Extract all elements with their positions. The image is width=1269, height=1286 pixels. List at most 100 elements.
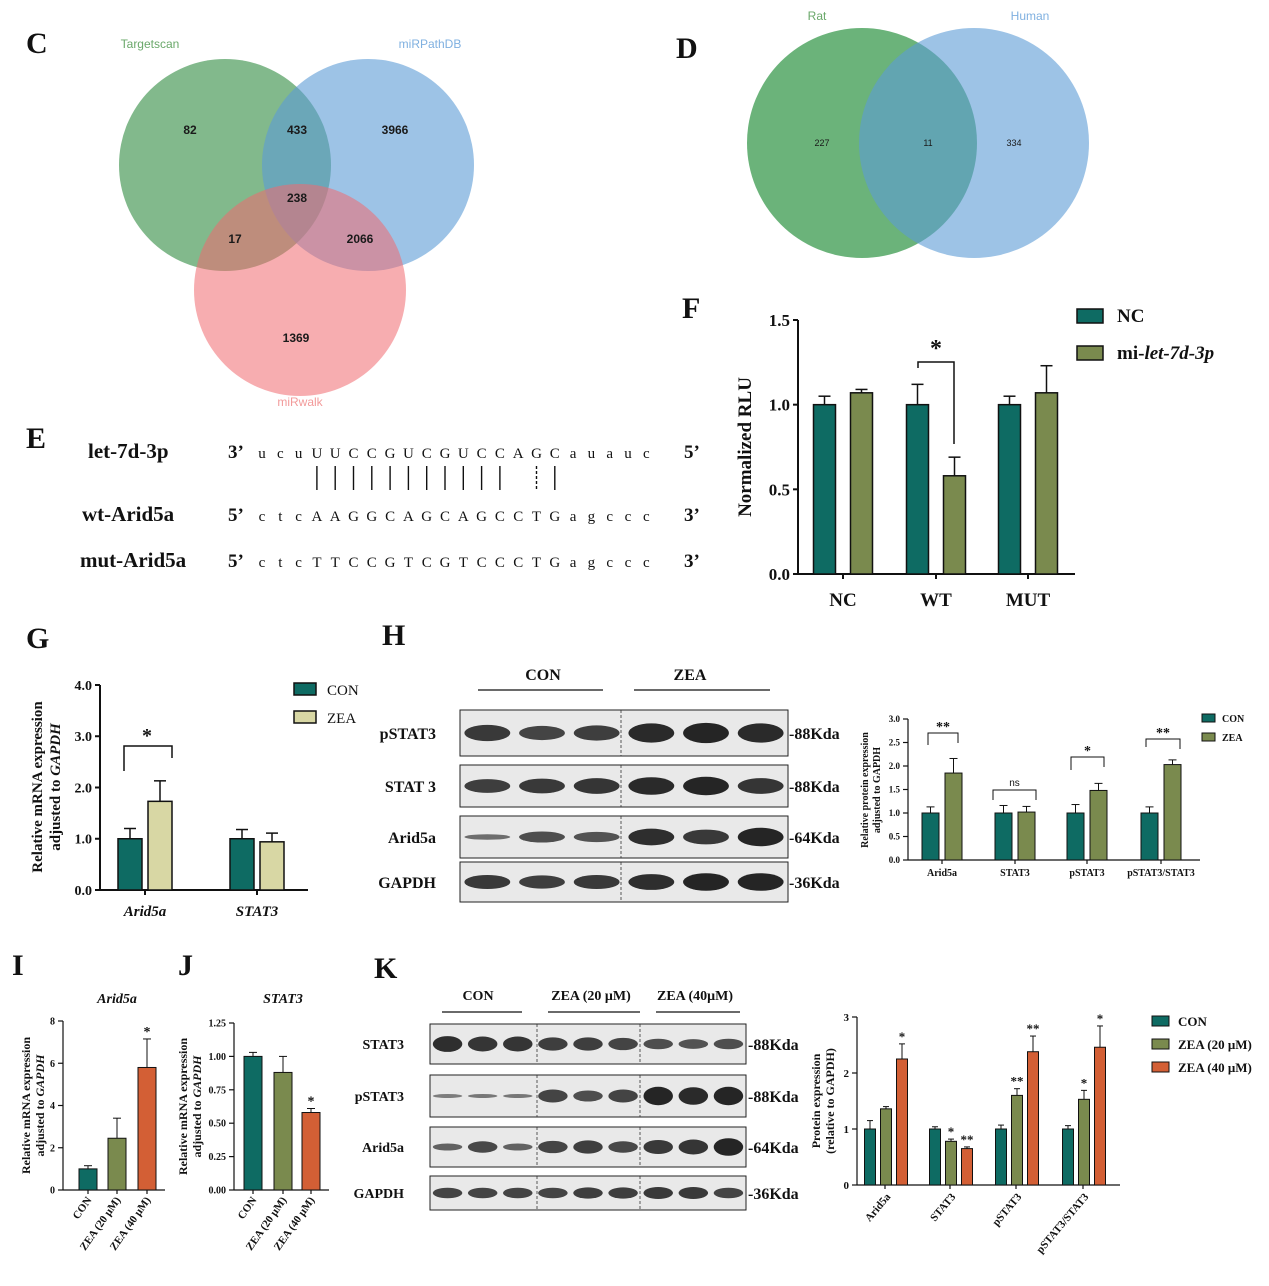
x-tick-label: pSTAT3/STAT3 (1034, 1191, 1091, 1256)
blot-band (464, 779, 511, 793)
seq-base: a (570, 446, 577, 462)
bar-wt-0 (905, 403, 930, 575)
seq-base: t (278, 509, 283, 525)
seq-base: C (348, 446, 358, 462)
legend-swatch (1151, 1061, 1170, 1073)
seq-base: c (259, 509, 266, 525)
seq-base: U (403, 446, 414, 462)
y-axis-title: Normalized RLU (735, 377, 756, 517)
y-tick-label: 1.5 (889, 785, 901, 795)
blot-group-label: CON (462, 989, 493, 1004)
blot-row-label: STAT3 (363, 1038, 405, 1053)
bar-stat3-1 (259, 841, 285, 891)
venn-region-value: 82 (183, 123, 197, 137)
x-tick-label: Arid5a (863, 1191, 894, 1224)
chart-title: STAT3 (263, 992, 303, 1007)
seq-base: c (643, 446, 650, 462)
blot-band (467, 1141, 498, 1153)
y-axis-title: Relative mRNA expression (30, 701, 46, 873)
blot-band (608, 1187, 638, 1199)
seq-base: C (477, 446, 487, 462)
y-axis-title: Relative mRNA expression (176, 1038, 190, 1175)
x-tick-label: NC (829, 590, 856, 611)
significance-label: * (948, 1124, 955, 1139)
seq-base: T (312, 555, 321, 571)
panel-letter-e: E (26, 422, 46, 455)
legend-swatch (1076, 308, 1104, 324)
panel-letter-h: H (382, 619, 405, 652)
blot-band (503, 1143, 533, 1151)
legend-label: ZEA (20 μM) (1178, 1037, 1252, 1052)
panel-letter-g: G (26, 622, 49, 655)
blot-band (628, 874, 675, 890)
significance-label: ** (1027, 1021, 1040, 1036)
seq-base: C (348, 555, 358, 571)
seq-base: a (570, 555, 577, 571)
seq-base: C (495, 555, 505, 571)
seq-base: G (440, 446, 451, 462)
blot-band (608, 1141, 638, 1153)
y-tick-label: 0.5 (769, 480, 790, 499)
blot-band (713, 1138, 744, 1156)
significance-bracket (992, 789, 1037, 800)
seq-row-name: mut-Arid5a (80, 548, 187, 572)
legend-swatch (293, 710, 317, 724)
venn-region-value: 433 (287, 123, 307, 137)
bar-nc-1 (849, 392, 874, 575)
legend-label: CON (1222, 714, 1245, 725)
y-axis-title: Relative mRNA expression (19, 1037, 33, 1174)
blot-band (467, 1036, 498, 1052)
significance-bracket (1070, 756, 1105, 770)
blot-band (678, 1187, 709, 1199)
y-tick-label: 3.0 (889, 714, 901, 724)
seq-base: A (513, 446, 524, 462)
significance-label: ns (1009, 778, 1020, 789)
seq-row-name: wt-Arid5a (82, 502, 175, 526)
blot-band (432, 1187, 463, 1199)
seq-base: A (311, 509, 322, 525)
seq-base: T (459, 555, 468, 571)
venn-label-mirpathdb: miRPathDB (399, 37, 462, 51)
y-tick-label: 2 (844, 1068, 850, 1080)
venn-region-value: 3966 (382, 123, 409, 137)
seq-base: u (258, 446, 266, 462)
legend-swatch (1201, 732, 1216, 742)
blot-row-label: GAPDH (378, 875, 436, 892)
blot-kda-label: -36Kda (748, 1186, 799, 1203)
blot-band (683, 873, 729, 891)
blot-band (678, 1087, 709, 1105)
bar-2 (1094, 1046, 1106, 1186)
y-tick-label: 0.00 (209, 1186, 227, 1197)
seq-base: G (348, 509, 359, 525)
venn-label-rat: Rat (808, 9, 827, 23)
seq-base: C (477, 555, 487, 571)
y-tick-label: 0 (844, 1180, 850, 1192)
panel-letter-i: I (12, 949, 24, 982)
blot-band (464, 724, 511, 742)
blot-band (573, 1090, 603, 1102)
blot-kda-label: -88Kda (748, 1037, 799, 1054)
x-tick-label: pSTAT3/STAT3 (1127, 868, 1195, 879)
bar-arid5a-1 (147, 800, 173, 891)
bar-arid5a-0 (117, 838, 143, 891)
blot-band (573, 874, 620, 890)
significance-label: ** (1011, 1074, 1024, 1089)
blot-row-label: Arid5a (362, 1141, 404, 1156)
seq-base: A (403, 509, 414, 525)
significance-label: * (1097, 1011, 1104, 1026)
bar (273, 1071, 293, 1191)
venn-label-mirwalk: miRwalk (277, 395, 323, 409)
bar-0 (864, 1128, 876, 1186)
seq-end-left: 5’ (228, 551, 244, 572)
blot-row-label: STAT 3 (385, 779, 436, 796)
y-axis-title: Protein expression (809, 1053, 823, 1148)
venn-region-value: 1369 (283, 331, 310, 345)
x-tick-label: CON (71, 1195, 95, 1222)
blot-band (464, 834, 511, 840)
bar-2 (1027, 1051, 1039, 1186)
blot-band (432, 1094, 463, 1098)
blot-band (538, 1187, 568, 1199)
seq-base: G (549, 555, 560, 571)
